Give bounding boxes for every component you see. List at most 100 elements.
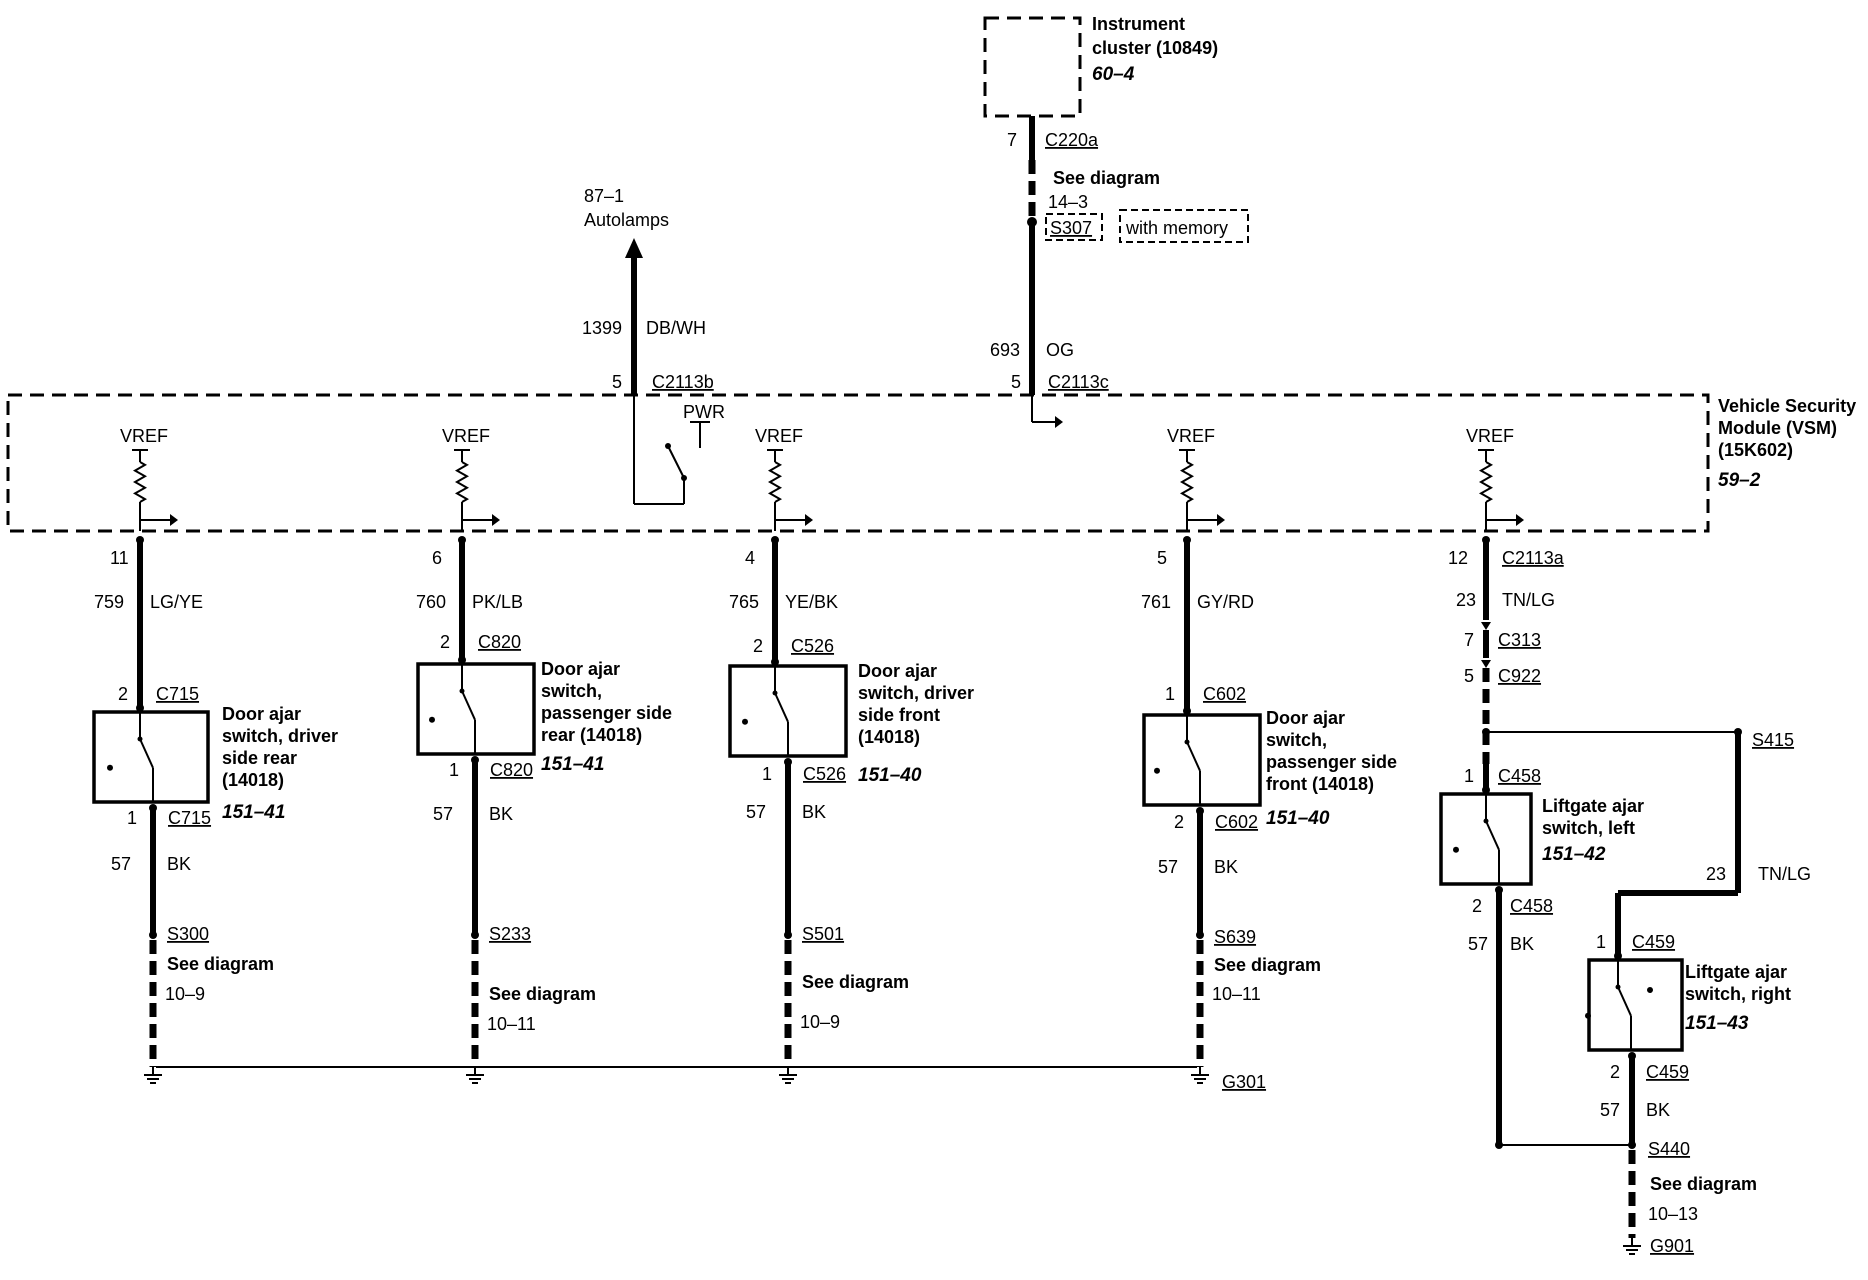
liftgate-circuit: 23 (1456, 590, 1476, 610)
branch-2-see-diagram-ref: 10–11 (487, 1014, 536, 1034)
branch-3-out-pin: 1 (762, 764, 772, 784)
c458-out-pin: 2 (1472, 896, 1482, 916)
branch-1-splice: S300 (167, 924, 209, 944)
instrument-cluster-name: Instrument (1092, 14, 1185, 34)
branch-1-sense-arrow (170, 514, 178, 526)
c922-connector: C922 (1498, 666, 1541, 686)
branch-3-circuit: 765 (729, 592, 759, 612)
branch-3-in-pin: 2 (753, 636, 763, 656)
s307-label: S307 (1050, 218, 1092, 238)
see-diagram-top: See diagram (1053, 168, 1160, 188)
branch-3-color: YE/BK (785, 592, 838, 612)
c459-out-connector: C459 (1646, 1062, 1689, 1082)
branch-2-splice-dot (471, 931, 479, 939)
instrument-cluster: Instrument cluster (10849) 60–4 7 C220a (983, 14, 1218, 150)
branch-4-label-3: passenger side (1266, 752, 1397, 772)
branch-4-out-connector: C602 (1215, 812, 1258, 832)
branch-3-label-3: side front (858, 705, 940, 725)
vsm-box (6, 393, 1710, 533)
c459-in-dot (1614, 952, 1622, 960)
branch-2-circuit: 760 (416, 592, 446, 612)
vsm-name-1: Vehicle Security (1718, 396, 1856, 416)
c2113c-pin: 5 (1011, 372, 1021, 392)
branch-4-label-1: Door ajar (1266, 708, 1345, 728)
branch-1-label-4: (14018) (222, 770, 284, 790)
branch-3-splice: S501 (802, 924, 844, 944)
c459-in-pin: 1 (1596, 932, 1606, 952)
branch-2-label-1: Door ajar (541, 659, 620, 679)
c458-in-pin: 1 (1464, 766, 1474, 786)
branch-3-see-diagram-ref: 10–9 (800, 1012, 840, 1032)
branch-1-label-1: Door ajar (222, 704, 301, 724)
branch-4-switch-dot (1154, 767, 1160, 774)
branch-4-switch-pivot (1184, 739, 1190, 745)
branch-1-switch-dot (107, 764, 113, 771)
branch-4-circuit: 761 (1141, 592, 1171, 612)
branch-4-gnd-color: BK (1214, 857, 1238, 877)
vsm-module: Vehicle Security Module (VSM) (15K602) 5… (6, 393, 1856, 533)
c2113b-pin: 5 (612, 372, 622, 392)
branch-3-gnd-circuit: 57 (746, 802, 766, 822)
branch-3-label-1: Door ajar (858, 661, 937, 681)
branch-4-vsm-pin: 5 (1157, 548, 1167, 568)
see-diagram-top-ref: 14–3 (1048, 192, 1088, 212)
branch-2-out-connector: C820 (490, 760, 533, 780)
liftgate-see-diagram-ref: 10–13 (1648, 1204, 1698, 1224)
instrument-cluster-name-2: cluster (10849) (1092, 38, 1218, 58)
branch-4-in-connector: C602 (1203, 684, 1246, 704)
branch-4-switch-blade (1186, 741, 1201, 772)
c2113c-arrow (1055, 416, 1063, 428)
branch-3-pullup-resistor (767, 461, 783, 503)
autolamps-arrow (625, 238, 643, 258)
branch-3-sense-arrow (805, 514, 813, 526)
branch-2-label-4: rear (14018) (541, 725, 642, 745)
liftgate-vsm-pin: 12 (1448, 548, 1468, 568)
branch-1-splice-dot (149, 931, 157, 939)
branch-2-in-pin: 2 (440, 632, 450, 652)
branch-4-label-4: front (14018) (1266, 774, 1374, 794)
branch-3-in-pin-dot (771, 658, 779, 666)
s440-dot (1628, 1141, 1636, 1149)
c313-pin: 7 (1464, 630, 1474, 650)
branch-1-vsm-pin: 11 (110, 548, 129, 568)
liftgate-pullup-resistor (1478, 461, 1494, 503)
branch-2-pullup-resistor (454, 461, 470, 503)
branch-2-see-diagram: See diagram (489, 984, 596, 1004)
liftgate-right-dot2 (1647, 987, 1653, 993)
liftgate-right-circuit: 23 (1706, 864, 1726, 884)
c459-in-connector: C459 (1632, 932, 1675, 952)
branch-1-in-pin: 2 (118, 684, 128, 704)
with-memory-label: with memory (1125, 218, 1228, 238)
branch-4-see-diagram-ref: 10–11 (1212, 984, 1261, 1004)
liftgate-right-switch-box (1587, 958, 1684, 1052)
branch-2-in-connector: C820 (478, 632, 521, 652)
wire-693-circuit: 693 (990, 340, 1020, 360)
branch-1-ref: 151–41 (222, 802, 285, 823)
branch-1-pullup-resistor (132, 461, 148, 503)
pwr-label: PWR (683, 402, 725, 422)
g301-label: G301 (1222, 1072, 1266, 1092)
branch-3-switch-blade (774, 692, 789, 723)
c459-out-pin: 2 (1610, 1062, 1620, 1082)
branch-2-gnd-circuit: 57 (433, 804, 453, 824)
branch-4-splice-dot (1196, 931, 1204, 939)
branch-2-vref-label: VREF (442, 426, 490, 446)
branch-1-in-pin-dot (136, 704, 144, 712)
wire-1399-circuit: 1399 (582, 318, 622, 338)
c922-pin-marker (1481, 660, 1491, 668)
branch-1-switch-box (92, 710, 210, 804)
branch-2-gnd-color: BK (489, 804, 513, 824)
branch-4-gnd-circuit: 57 (1158, 857, 1178, 877)
with-memory-box (1119, 209, 1249, 243)
branch-4-see-diagram: See diagram (1214, 955, 1321, 975)
branch-4-label-2: switch, (1266, 730, 1327, 750)
branch-3-splice-dot (784, 931, 792, 939)
branch-2-ref: 151–41 (541, 754, 604, 775)
liftgate-right-label-1: Liftgate ajar (1685, 962, 1787, 982)
liftgate-right-gnd-color: BK (1646, 1100, 1670, 1120)
branch-1-see-diagram: See diagram (167, 954, 274, 974)
wire-1399-color: DB/WH (646, 318, 706, 338)
liftgate-right-label-2: switch, right (1685, 984, 1791, 1004)
